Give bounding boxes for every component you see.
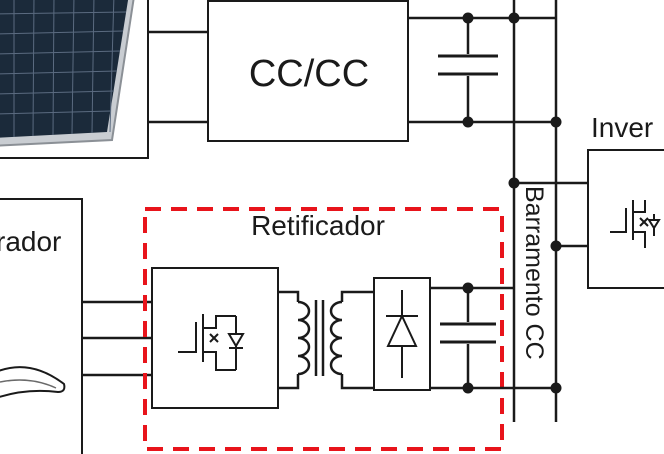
dcdc-converter-block: CC/CC	[207, 0, 409, 142]
inverter-block: Inver	[587, 112, 664, 289]
rectifier-dashed-frame	[143, 207, 504, 451]
bus-label: Barramento CC	[520, 186, 548, 360]
generator-block: rador	[0, 198, 83, 454]
mosfet-icon	[610, 200, 661, 248]
panel-to-dcdc-wires	[148, 30, 208, 124]
diode-icon	[386, 290, 418, 378]
transformer-to-diode-wires	[340, 290, 374, 390]
solar-panel-icon	[0, 0, 149, 159]
transformer-icon	[297, 300, 343, 376]
generator-label: rador	[0, 226, 61, 257]
junction-dots-top	[462, 12, 562, 128]
bridge-block	[151, 267, 279, 409]
generator-to-rectifier-wires	[82, 300, 152, 377]
dc-bus-lines	[512, 0, 558, 422]
junction-dots-inverter	[508, 177, 562, 252]
capacitor-icon	[440, 322, 496, 344]
bridge-to-transformer-wires	[278, 290, 300, 390]
dcdc-output-rails	[408, 16, 556, 124]
capacitor-icon	[438, 54, 498, 76]
mosfet-icon	[178, 314, 245, 371]
diode-block	[373, 277, 431, 391]
wind-turbine-blade-icon	[0, 366, 66, 398]
rectifier-label: Retificador	[251, 210, 385, 241]
junction-dots-rectifier	[462, 282, 562, 394]
dcdc-label: CC/CC	[249, 53, 369, 95]
inverter-label: Inver	[591, 112, 653, 143]
